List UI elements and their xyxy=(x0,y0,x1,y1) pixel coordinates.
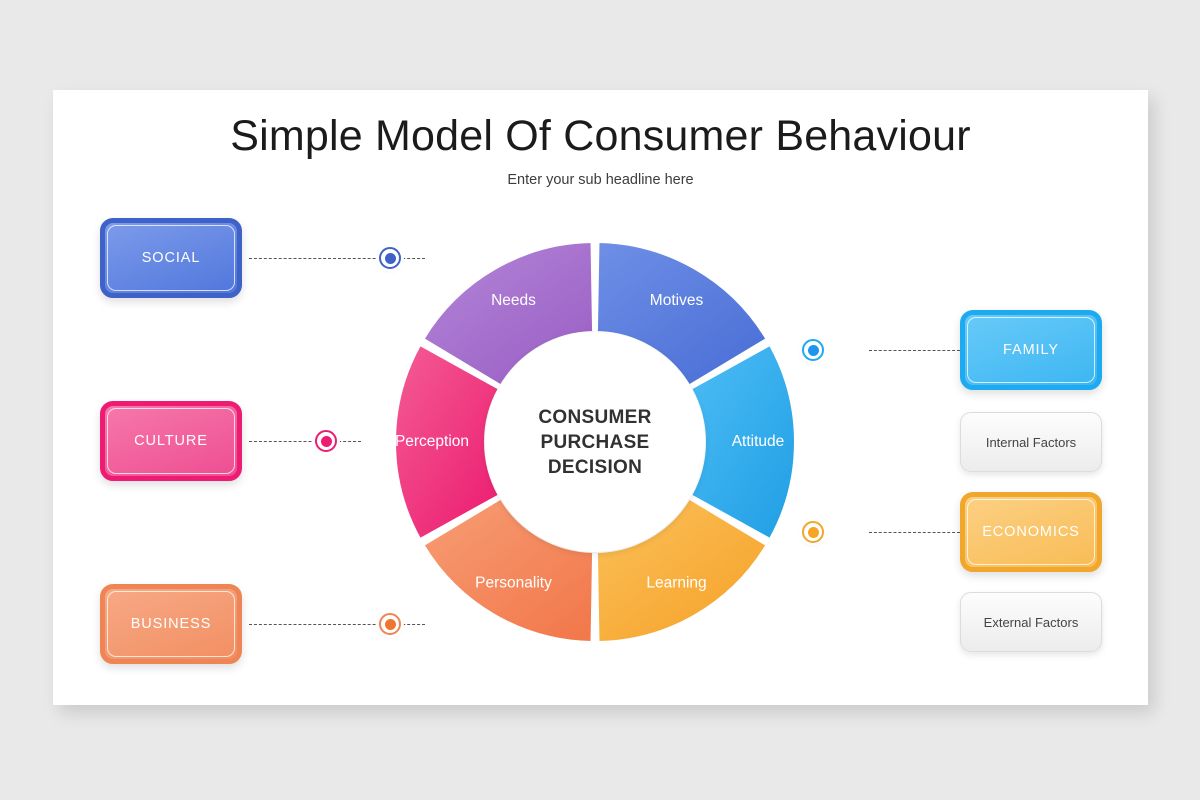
connector-social xyxy=(249,258,425,259)
marker-dot xyxy=(320,435,332,447)
pill-family[interactable]: FAMILY xyxy=(960,310,1102,390)
external-factors-box[interactable]: External Factors xyxy=(960,592,1102,652)
pill-business-label: BUSINESS xyxy=(130,616,212,632)
pill-culture-label: CULTURE xyxy=(134,433,208,449)
marker-culture-icon xyxy=(315,430,337,452)
pill-economics-label: ECONOMICS xyxy=(982,524,1080,540)
internal-factors-box[interactable]: Internal Factors xyxy=(960,412,1102,472)
marker-business-icon xyxy=(379,613,401,635)
marker-dot xyxy=(807,526,819,538)
external-factors-label: External Factors xyxy=(983,614,1079,630)
marker-dot xyxy=(807,344,819,356)
marker-dot xyxy=(384,618,396,630)
marker-social-icon xyxy=(379,247,401,269)
connector-culture xyxy=(249,441,361,442)
pill-business[interactable]: BUSINESS xyxy=(100,584,242,664)
marker-dot xyxy=(384,252,396,264)
slide-card: Simple Model Of Consumer Behaviour Enter… xyxy=(53,90,1148,705)
page-subtitle: Enter your sub headline here xyxy=(507,172,694,188)
pill-social-label: SOCIAL xyxy=(141,250,201,266)
connector-economics xyxy=(869,532,960,533)
connector-family xyxy=(869,350,960,351)
connector-business xyxy=(249,624,425,625)
page-title: Simple Model Of Consumer Behaviour xyxy=(230,112,971,160)
marker-economics-icon xyxy=(802,521,824,543)
donut-slice-layer xyxy=(394,241,796,643)
hub-line-1: CONSUMER xyxy=(538,406,652,428)
pill-social[interactable]: SOCIAL xyxy=(100,218,242,298)
hub-line-2: PURCHASE xyxy=(540,431,650,453)
pill-economics[interactable]: ECONOMICS xyxy=(960,492,1102,572)
pill-family-label: FAMILY xyxy=(1003,342,1059,358)
marker-family-icon xyxy=(802,339,824,361)
internal-factors-label: Internal Factors xyxy=(985,434,1077,450)
pill-culture[interactable]: CULTURE xyxy=(100,401,242,481)
donut-center-hub: CONSUMER PURCHASE DECISION xyxy=(485,332,705,552)
hub-line-3: DECISION xyxy=(547,456,643,478)
